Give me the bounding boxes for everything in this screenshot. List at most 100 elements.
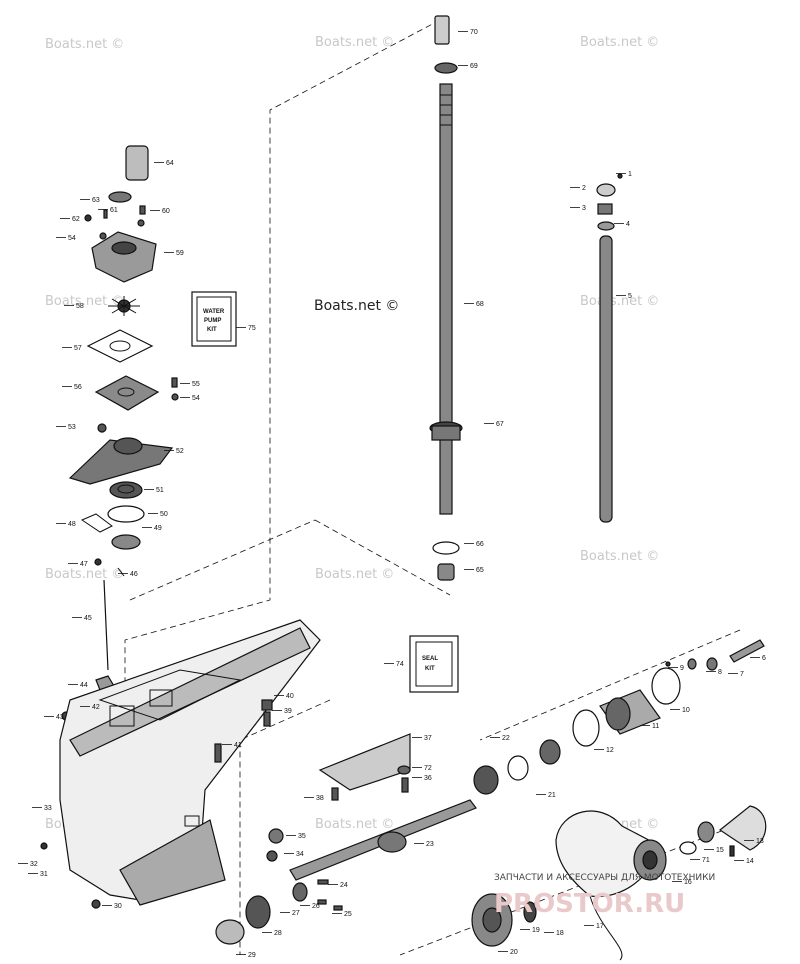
callout: 29 — [248, 952, 256, 959]
callout: 26 — [312, 903, 320, 910]
watermark: Boats.net © — [45, 294, 124, 309]
kit-label: KIT — [207, 327, 217, 333]
callout: 32 — [30, 861, 38, 868]
propeller-assembly — [471, 805, 767, 961]
callout: 33 — [44, 805, 52, 812]
leader-lines — [18, 31, 760, 955]
callout: 4 — [626, 221, 630, 228]
callout: 23 — [426, 841, 434, 848]
logo-text: PROSTOR.RU — [494, 889, 685, 919]
callout: 19 — [532, 927, 540, 934]
watermark: Boats.net © — [580, 294, 659, 309]
callout: 24 — [340, 882, 348, 889]
drive-shaft-assembly — [429, 15, 463, 581]
watermark: Boats.net © — [45, 567, 124, 582]
callout: 56 — [74, 384, 82, 391]
callout: 55 — [192, 381, 200, 388]
kit-label: SEAL — [422, 656, 438, 662]
callout: 7 — [740, 671, 744, 678]
callout: 72 — [424, 765, 432, 772]
callout: 61 — [110, 207, 118, 214]
callout: 40 — [286, 693, 294, 700]
callout: 17 — [596, 923, 604, 930]
callout: 69 — [470, 63, 478, 70]
seal-kit: SEAL KIT — [409, 635, 459, 693]
callout: 47 — [80, 561, 88, 568]
callout: 50 — [160, 511, 168, 518]
kit-label: WATER — [203, 309, 225, 315]
watermark: Boats.net © — [580, 35, 659, 50]
callout: 44 — [80, 682, 88, 689]
gear-housing — [59, 619, 321, 906]
callout: 11 — [652, 723, 659, 730]
callout: 49 — [154, 525, 162, 532]
callout: 60 — [162, 208, 170, 215]
callout: 70 — [470, 29, 478, 36]
callout: 20 — [510, 949, 518, 956]
callout: 13 — [756, 838, 764, 845]
callout: 31 — [40, 871, 48, 878]
callout: 35 — [298, 833, 306, 840]
water-pump-assembly — [61, 145, 179, 721]
callout: 75 — [248, 325, 256, 332]
callout: 54 — [192, 395, 200, 402]
callout: 41 — [234, 742, 242, 749]
callout: 27 — [292, 910, 300, 917]
callout: 12 — [606, 747, 614, 754]
callout: 43 — [56, 714, 64, 721]
watermark: Boats.net © — [45, 37, 124, 52]
callout: 65 — [476, 567, 484, 574]
callout: 63 — [92, 197, 100, 204]
center-watermark: Boats.net © — [314, 298, 399, 314]
prop-shaft-assembly — [40, 639, 765, 945]
callout: 36 — [424, 775, 432, 782]
shift-rod-assembly — [596, 173, 623, 523]
callout: 62 — [72, 216, 80, 223]
shop-logo: PROSTOR.RU ЗАПЧАСТИ И АКСЕССУАРЫ ДЛЯ МОТ… — [494, 873, 715, 919]
callout: 54 — [68, 235, 76, 242]
callout: 25 — [344, 911, 352, 918]
callout: 42 — [92, 704, 100, 711]
callout: 45 — [84, 615, 92, 622]
callout: 52 — [176, 448, 184, 455]
callout: 5 — [628, 293, 632, 300]
callout: 58 — [76, 303, 84, 310]
callout: 18 — [556, 930, 564, 937]
callout: 14 — [746, 858, 754, 865]
callout: 51 — [156, 487, 164, 494]
watermark: Boats.net © — [315, 567, 394, 582]
callout: 30 — [114, 903, 122, 910]
callout: 2 — [582, 185, 586, 192]
water-pump-kit: WATER PUMP KIT — [191, 291, 237, 347]
callout: 8 — [718, 669, 722, 676]
callout: 66 — [476, 541, 484, 548]
callout: 74 — [396, 661, 404, 668]
callout: 1 — [628, 171, 632, 178]
callout: 68 — [476, 301, 484, 308]
watermark: Boats.net © — [315, 35, 394, 50]
kit-label: KIT — [425, 666, 435, 672]
callout: 46 — [130, 571, 138, 578]
callout: 71 — [702, 857, 710, 864]
watermark: Boats.net © — [315, 817, 394, 832]
callout: 64 — [166, 160, 174, 167]
callout: 39 — [284, 708, 292, 715]
callout-labels: 70 69 64 63 61 60 62 54 59 58 75 57 56 5… — [30, 29, 766, 959]
banner-text: ЗАПЧАСТИ И АКСЕССУАРЫ ДЛЯ МОТОТЕХНИКИ — [494, 873, 715, 883]
callout: 6 — [762, 655, 766, 662]
callout: 9 — [680, 665, 684, 672]
watermark: Boats.net © — [580, 549, 659, 564]
kit-label: PUMP — [204, 318, 221, 324]
callout: 21 — [548, 792, 556, 799]
callout: 59 — [176, 250, 184, 257]
callout: 34 — [296, 851, 304, 858]
callout: 10 — [682, 707, 690, 714]
callout: 3 — [582, 205, 586, 212]
callout: 38 — [316, 795, 324, 802]
callout: 37 — [424, 735, 432, 742]
callout: 28 — [274, 930, 282, 937]
callout: 15 — [716, 847, 724, 854]
callout: 22 — [502, 735, 510, 742]
callout: 67 — [496, 421, 504, 428]
